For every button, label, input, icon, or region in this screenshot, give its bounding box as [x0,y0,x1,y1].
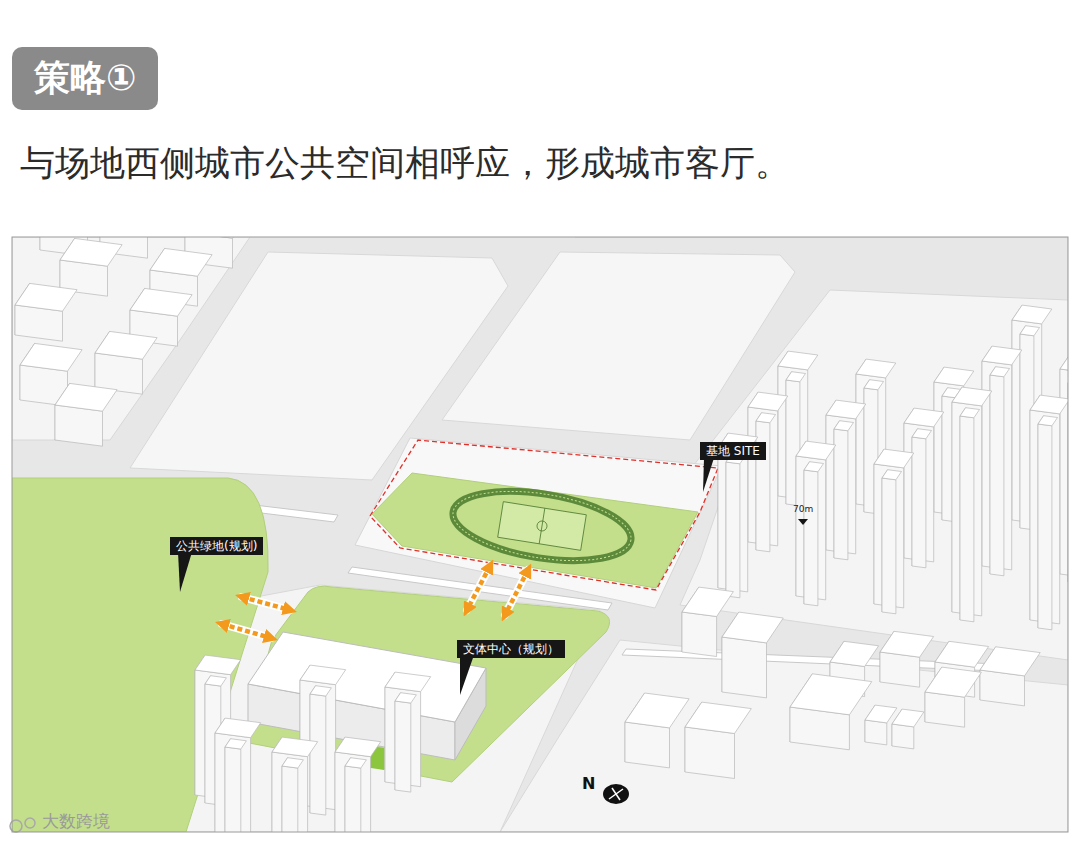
building [95,331,157,394]
building [345,758,366,832]
link-arrow [222,624,271,638]
building [55,383,117,446]
callout-tag: 公共绿地(规划) [170,537,263,555]
building [790,674,872,750]
building [912,429,932,568]
link-arrow [467,566,490,610]
site-boundary [370,440,718,590]
culture-center-roof [248,632,486,722]
building [804,462,824,606]
building [310,686,331,815]
watermark: 大数跨境 [42,813,110,830]
building [225,739,246,832]
city-block [500,640,1068,832]
callout-text: 基地 SITE [706,444,760,458]
building [60,238,122,296]
north-symbol [603,784,629,804]
map-frame [12,237,1068,832]
building [892,709,924,749]
road-ground [12,237,1068,832]
running-track [448,480,636,571]
building [395,693,416,792]
north-label: N [582,776,595,792]
building [722,612,783,698]
callout-pointer [703,458,714,492]
building [925,667,981,727]
link-arrow [242,597,290,610]
callout-text: 公共绿地(规划) [176,539,257,553]
building [960,408,980,622]
callout-tag: 文体中心（规划） [457,640,565,658]
building [990,367,1010,576]
strategy-badge: 策略① [12,47,158,110]
link-arrow [505,570,528,615]
building [685,702,751,778]
building [1038,416,1058,630]
building [834,421,854,560]
building [1060,354,1068,578]
watermark-logo [10,818,35,832]
callout-text: 文体中心（规划） [463,642,559,656]
building [15,283,77,341]
building [282,758,303,832]
planned-green [244,586,610,782]
strategy-caption: 与场地西侧城市公共空间相呼应，形成城市客厅。 [20,142,790,184]
building [980,647,1040,706]
callout-pointer [460,655,474,695]
building [726,454,746,598]
city-block [355,438,722,608]
building [882,470,902,614]
building [756,413,776,552]
height-label: 70m [793,505,813,514]
building [625,693,689,768]
height-marker [798,519,808,525]
building [880,631,934,687]
callout-tag: 基地 SITE [700,442,766,460]
callout-pointer [178,552,192,592]
